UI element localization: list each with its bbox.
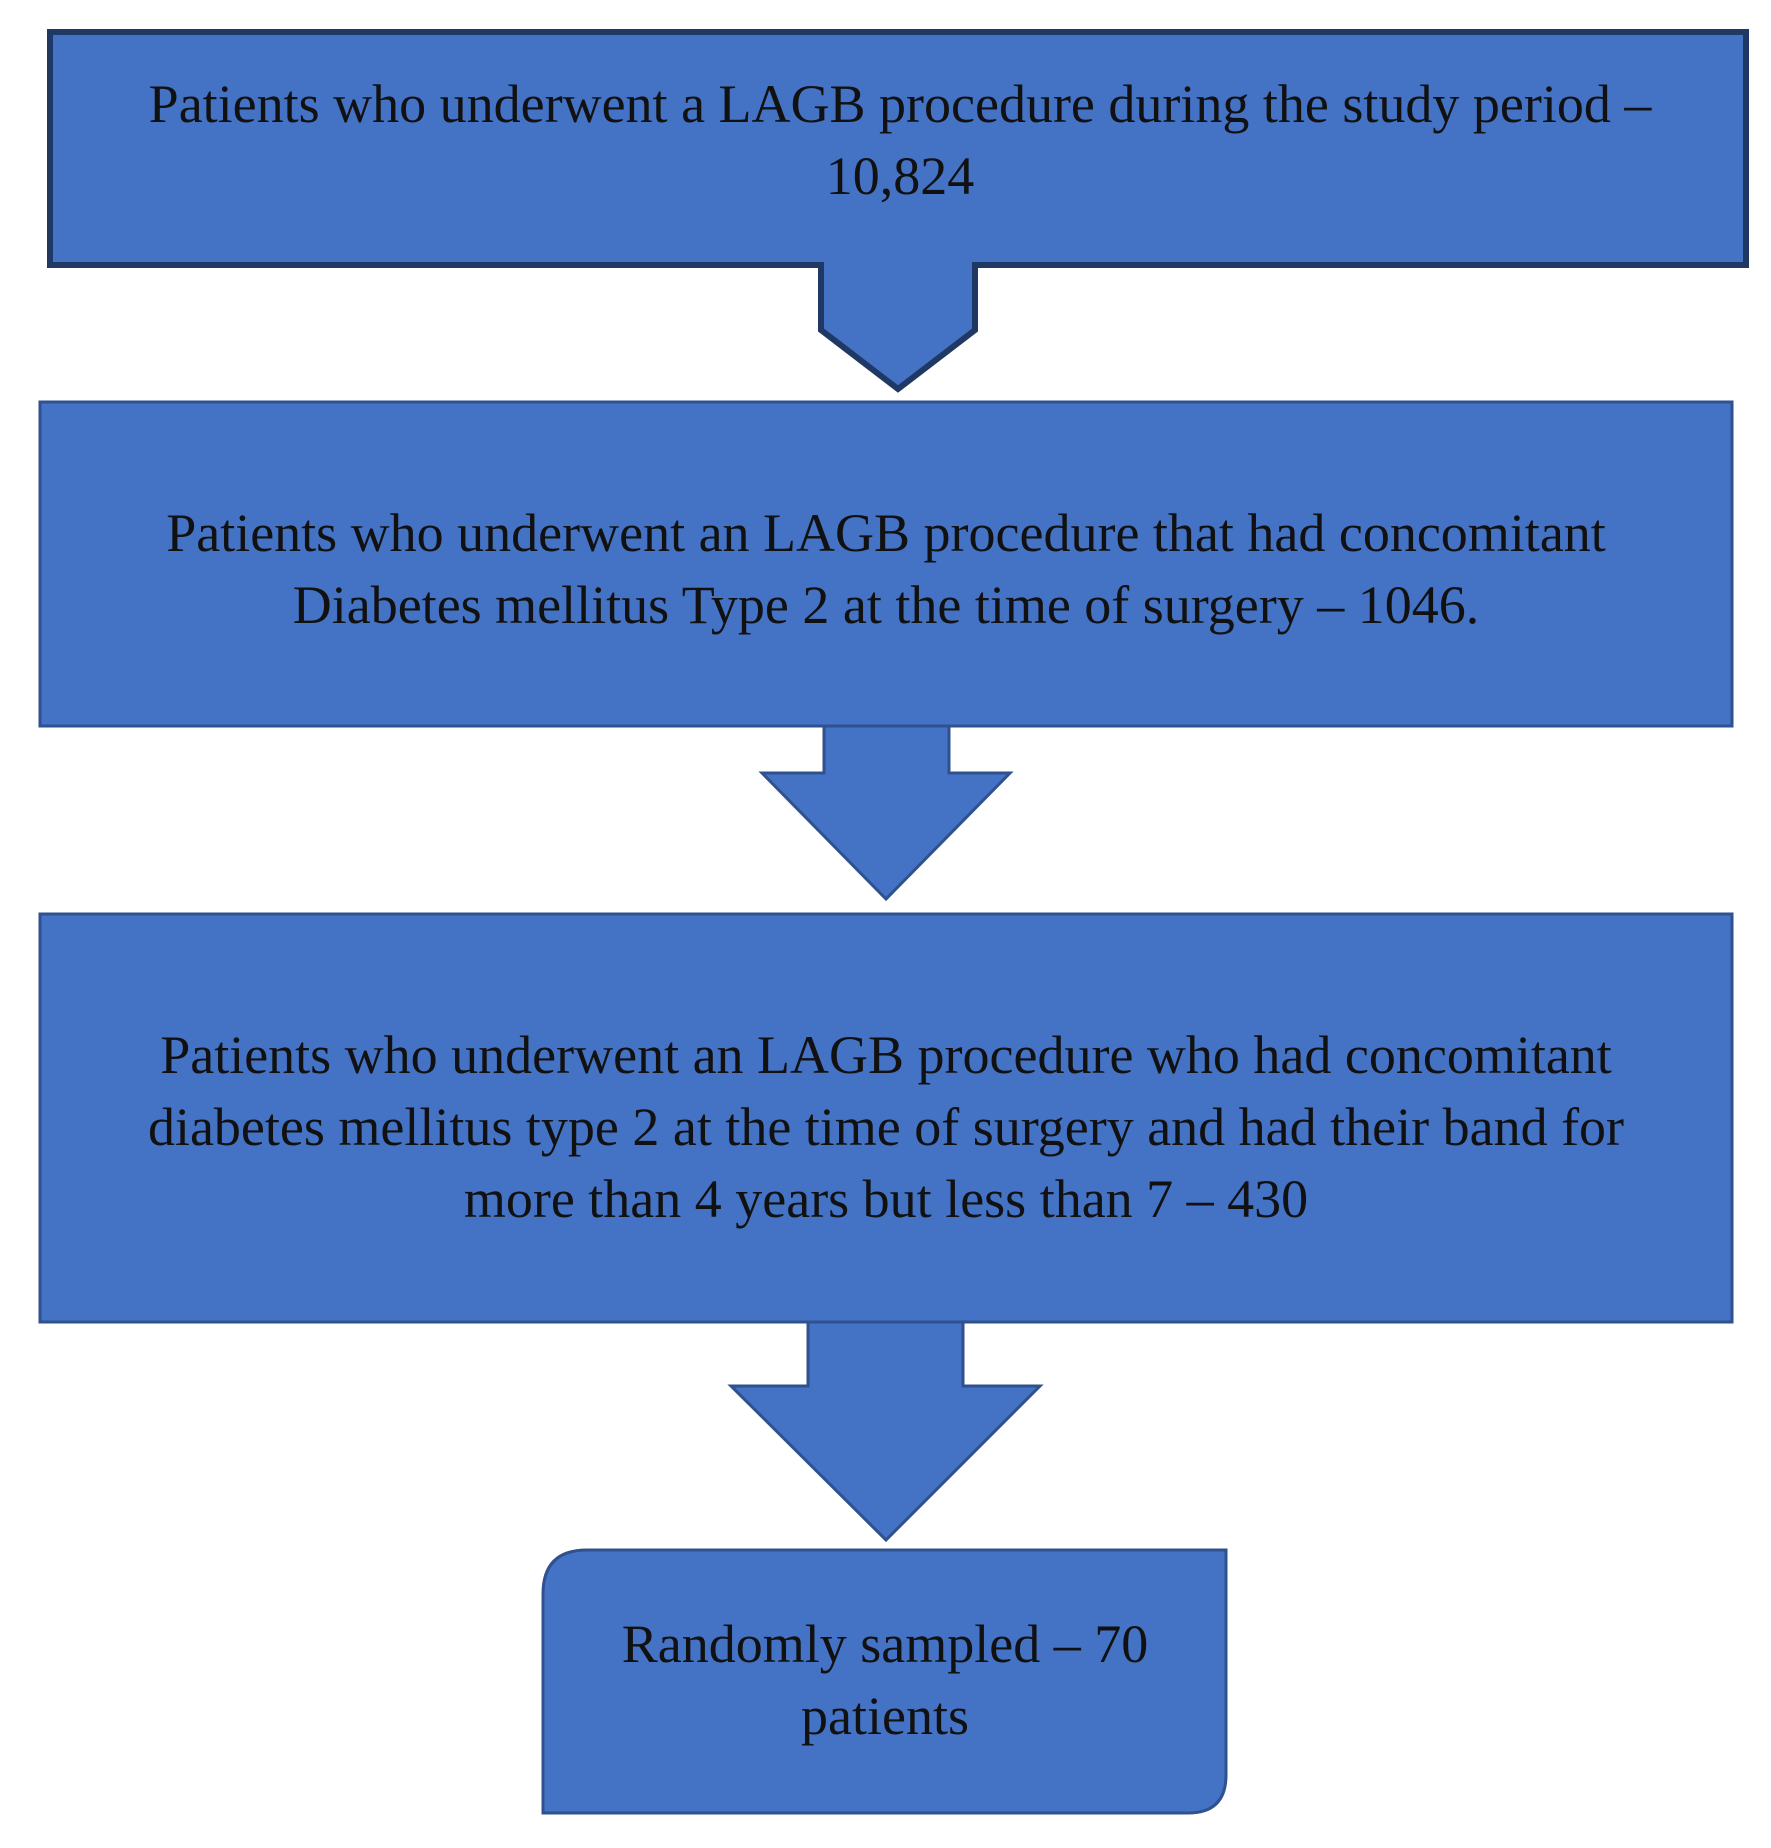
step-3-text: Patients who underwent an LAGB procedure… xyxy=(147,1025,1625,1229)
step-1-box xyxy=(47,29,1749,393)
step-1-text: Patients who underwent a LAGB procedure … xyxy=(148,74,1652,206)
down-arrow-1 xyxy=(758,724,1014,902)
step-2-box xyxy=(38,400,1734,728)
down-arrow-2 xyxy=(727,1320,1044,1543)
step-2-text: Patients who underwent an LAGB procedure… xyxy=(166,503,1606,635)
step-4-box xyxy=(541,1548,1228,1815)
step-3-box xyxy=(38,912,1734,1324)
step-4-text: Randomly sampled – 70 patients xyxy=(621,1614,1149,1746)
